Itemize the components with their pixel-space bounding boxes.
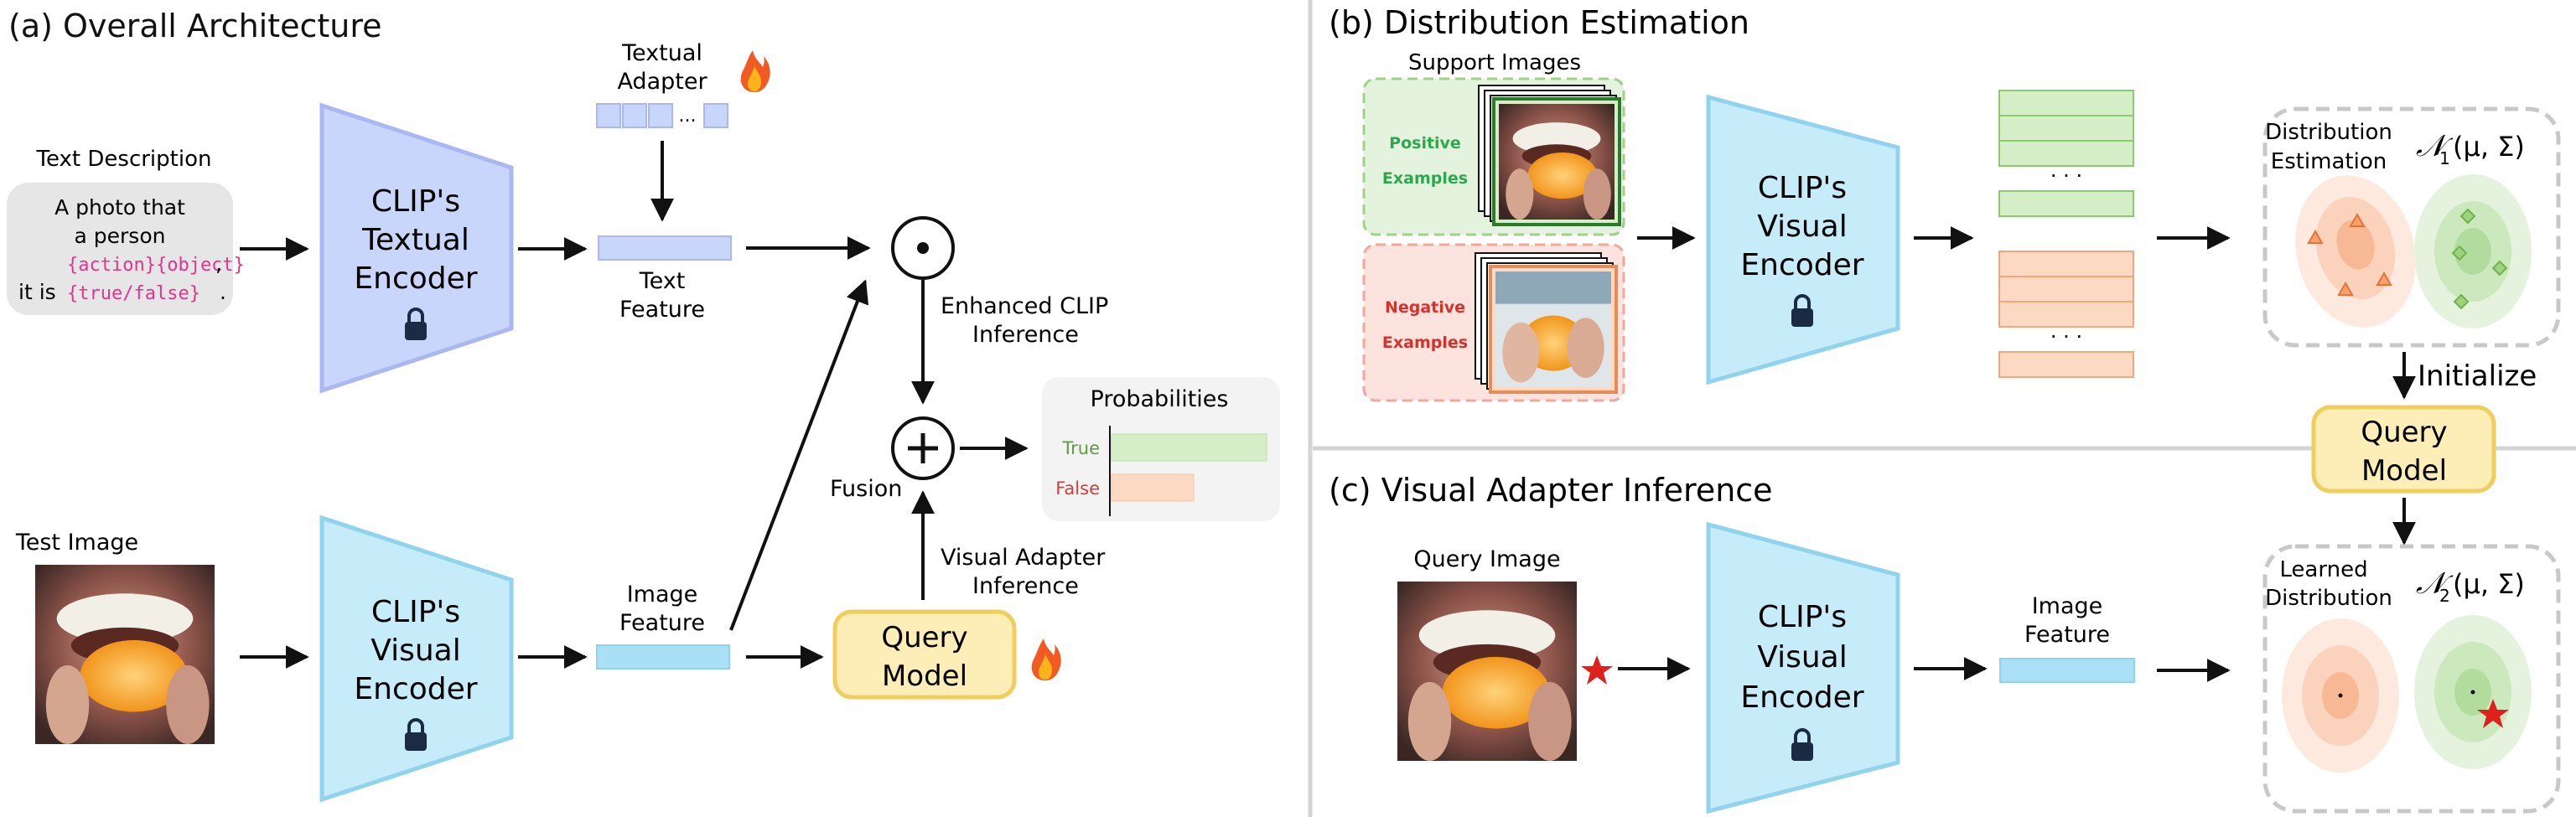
- text-description-template: {action}{object}: [67, 255, 245, 276]
- n1-args: (μ, Σ): [2453, 131, 2525, 163]
- enhanced-clip-line2: Inference: [972, 322, 1079, 348]
- query-model-b-line1: Query: [2361, 416, 2447, 449]
- plus-icon: [891, 416, 955, 480]
- dot-product-icon: [891, 216, 955, 280]
- learned-green-distribution: [2414, 615, 2532, 769]
- positive-examples-line1: Positive: [1389, 134, 1461, 153]
- learned-orange-distribution: [2282, 618, 2399, 773]
- image-feature-c-bar: [1999, 658, 2135, 683]
- visual-adapter-line1: Visual Adapter: [941, 545, 1106, 571]
- green-distribution: [2414, 174, 2532, 328]
- fire-icon: [1031, 639, 1061, 680]
- visual-encoder-b-line3: Encoder: [1740, 248, 1863, 282]
- star-icon: [1581, 655, 1613, 685]
- prob-false-label: False: [1055, 478, 1100, 499]
- positive-features-dots: · · ·: [2050, 164, 2082, 188]
- learned-dist-line1: Learned: [2279, 557, 2367, 582]
- text-feature-line1: Text: [639, 268, 686, 294]
- image-feature-line2: Feature: [619, 610, 705, 636]
- negative-examples-line1: Negative: [1385, 298, 1465, 317]
- query-model-a: [832, 609, 1017, 700]
- text-description-box: [7, 183, 233, 315]
- orange-distribution: [2295, 175, 2416, 328]
- visual-encoder-c-line2: Visual: [1757, 640, 1847, 675]
- triangle-icon: [2307, 212, 2392, 296]
- support-images-label: Support Images: [1408, 50, 1581, 75]
- n2-args: (μ, Σ): [2453, 568, 2525, 600]
- text-description-line1: A photo that: [54, 195, 185, 220]
- diamond-icon: [2451, 208, 2508, 310]
- negative-features-dots: · · ·: [2050, 325, 2082, 349]
- negative-examples-line2: Examples: [1382, 334, 1468, 352]
- image-feature-c-line2: Feature: [2024, 622, 2110, 648]
- arrow-imagefeature-to-dot: [729, 279, 869, 631]
- textual-adapter-tokens: [596, 103, 728, 128]
- visual-adapter-line2: Inference: [972, 573, 1079, 599]
- textual-encoder-line3: Encoder: [354, 261, 477, 296]
- query-model-a-line2: Model: [882, 659, 967, 693]
- positive-examples-line2: Examples: [1382, 169, 1468, 188]
- textual-adapter-line1: Textual: [621, 40, 702, 66]
- visual-encoder-b-line2: Visual: [1757, 209, 1847, 244]
- text-feature-line2: Feature: [619, 297, 705, 323]
- textual-encoder-block: [319, 102, 514, 394]
- query-model-b: [2311, 405, 2496, 494]
- positive-feature-stack: [1998, 90, 2134, 217]
- visual-encoder-block-c: [1706, 521, 1900, 814]
- image-feature-bar: [596, 644, 730, 670]
- query-image-label: Query Image: [1413, 546, 1560, 572]
- n1-subscript: 1: [2439, 148, 2450, 168]
- probabilities-title: Probabilities: [1091, 386, 1229, 412]
- text-description-period: .: [220, 280, 226, 304]
- negative-feature-stack: [1998, 251, 2134, 378]
- text-feature-bar: [598, 235, 732, 261]
- panel-c-title: (c) Visual Adapter Inference: [1329, 472, 1773, 509]
- star-icon: [2477, 699, 2509, 728]
- query-model-b-line2: Model: [2361, 454, 2447, 488]
- prob-false-bar: [1111, 473, 1195, 502]
- textual-encoder-line2: Textual: [361, 223, 469, 257]
- panel-b-title: (b) Distribution Estimation: [1329, 4, 1749, 41]
- textual-encoder-line1: CLIP's: [371, 184, 460, 219]
- image-feature-line1: Image: [627, 582, 698, 608]
- test-image-label: Test Image: [15, 530, 138, 556]
- image-feature-c-line1: Image: [2032, 593, 2103, 619]
- text-description-truefalse: {true/false}: [67, 283, 200, 304]
- negative-image-stack: [1475, 252, 1618, 394]
- fusion-label: Fusion: [830, 476, 902, 502]
- fire-icon: [740, 50, 770, 92]
- positive-image-stack: [1478, 85, 1621, 226]
- visual-encoder-block-a: [319, 515, 514, 803]
- visual-encoder-c-line1: CLIP's: [1758, 600, 1847, 634]
- enhanced-clip-line1: Enhanced CLIP: [941, 293, 1108, 319]
- query-model-a-line1: Query: [881, 621, 967, 654]
- adapter-ellipsis: ...: [679, 106, 697, 127]
- visual-encoder-a-line2: Visual: [371, 633, 460, 668]
- panel-a-title: (a) Overall Architecture: [8, 8, 382, 44]
- text-description-label: Text Description: [36, 147, 212, 172]
- prob-true-bar: [1111, 433, 1267, 462]
- initialize-label: Initialize: [2418, 359, 2537, 393]
- dist-estimation-line1: Distribution: [2265, 120, 2392, 145]
- text-description-prefix: it is: [18, 280, 56, 304]
- visual-encoder-c-line3: Encoder: [1740, 680, 1863, 715]
- query-image: [1397, 582, 1577, 761]
- textual-adapter-line2: Adapter: [617, 69, 707, 95]
- text-description-comma: ,: [215, 251, 222, 276]
- learned-dist-line2: Distribution: [2265, 586, 2392, 611]
- test-image: [35, 565, 215, 744]
- prob-true-label: True: [1061, 438, 1100, 458]
- n2-subscript: 2: [2439, 586, 2450, 606]
- visual-encoder-a-line3: Encoder: [354, 672, 477, 706]
- visual-encoder-b-line1: CLIP's: [1758, 171, 1847, 205]
- dist-estimation-line2: Estimation: [2271, 149, 2387, 174]
- text-description-line2: a person: [75, 224, 166, 248]
- visual-encoder-block-b: [1706, 94, 1900, 385]
- visual-encoder-a-line1: CLIP's: [371, 595, 460, 629]
